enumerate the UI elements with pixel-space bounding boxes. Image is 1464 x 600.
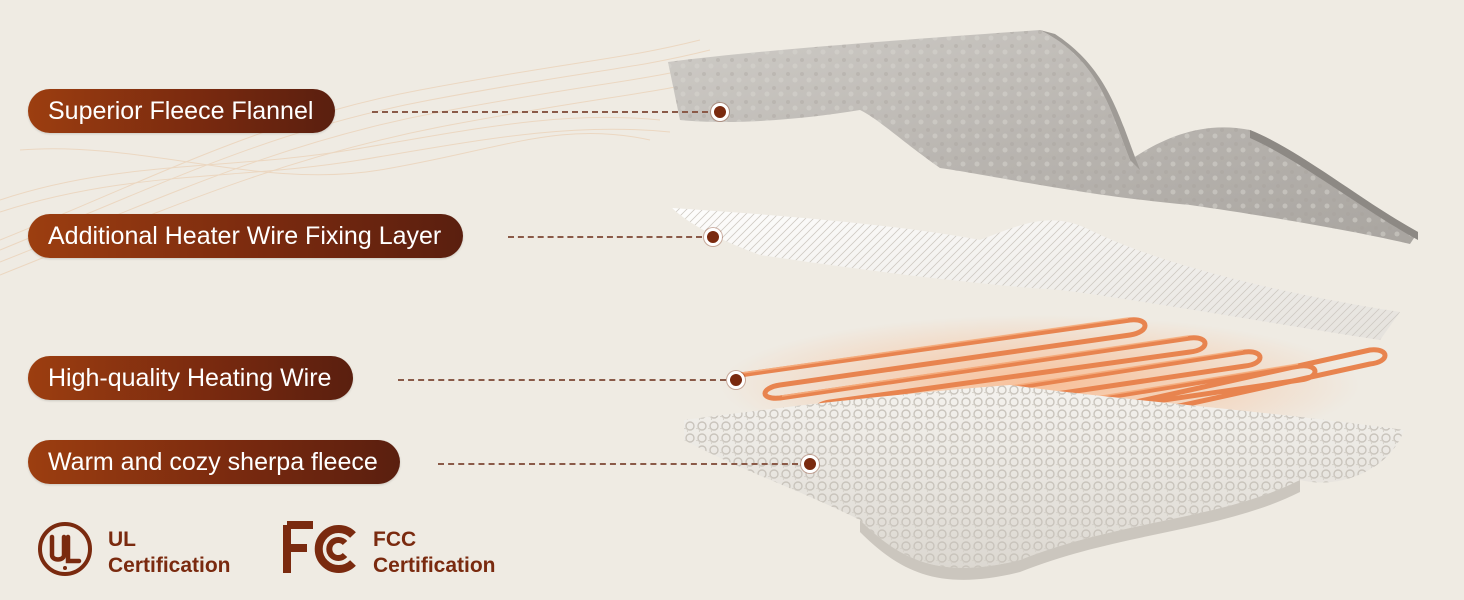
fcc-certification: FCC Certification [373,527,496,579]
label-text: Additional Heater Wire Fixing Layer [48,222,442,250]
label-text: Superior Fleece Flannel [48,97,314,125]
leader-line [438,463,798,465]
ul-certification: UL Certification [108,527,231,579]
ul-logo-icon [38,522,92,576]
callout-dot [801,455,819,473]
leader-line [398,379,726,381]
fcc-title: FCC [373,528,417,551]
fcc-logo-icon [283,521,356,573]
ul-title: UL [108,528,136,551]
callout-dot [711,103,729,121]
label-text: Warm and cozy sherpa fleece [48,448,378,476]
leader-line [372,111,708,113]
callout-dot [727,371,745,389]
label-sherpa-fleece: Warm and cozy sherpa fleece [28,440,400,484]
label-heating-wire: High-quality Heating Wire [28,356,354,400]
fcc-subtitle: Certification [373,554,496,577]
label-superior-fleece-flannel: Superior Fleece Flannel [28,89,336,133]
leader-line [508,236,702,238]
label-heater-wire-fixing-layer: Additional Heater Wire Fixing Layer [28,214,464,258]
mesh-layer [672,208,1400,340]
label-text: High-quality Heating Wire [48,364,332,392]
callout-dot [704,228,722,246]
ul-subtitle: Certification [108,554,231,577]
flannel-layer [668,30,1418,244]
sherpa-layer [684,385,1404,580]
